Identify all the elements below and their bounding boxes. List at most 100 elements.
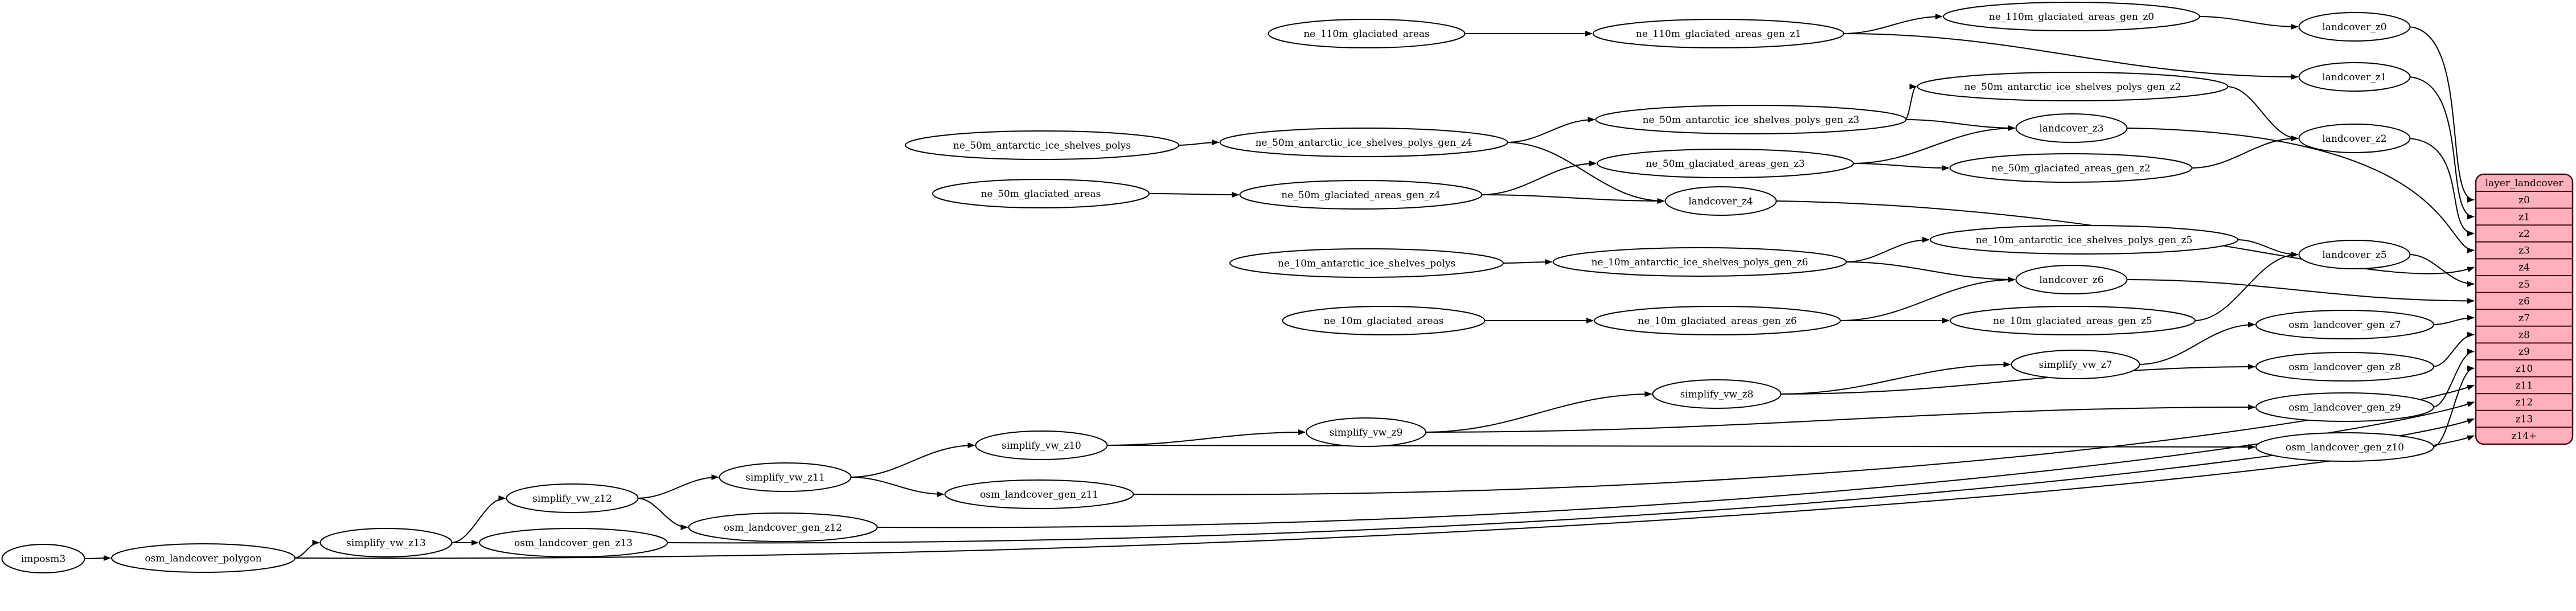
node-label: simplify_vw_z11 <box>745 472 825 483</box>
edge-osm_landcover_gen_z13-layer_landcover-z13 <box>666 418 2475 544</box>
edge-landcover_z0-layer_landcover-z0 <box>2409 26 2475 203</box>
table-row-z2: z2 <box>2518 228 2530 240</box>
node-label: osm_landcover_gen_z9 <box>2288 402 2401 413</box>
node-label: osm_landcover_gen_z13 <box>514 538 633 549</box>
node-label: landcover_z2 <box>2322 133 2386 145</box>
table-row-z7: z7 <box>2518 313 2530 324</box>
node-label: simplify_vw_z7 <box>2039 359 2113 371</box>
node-ellipse <box>479 528 668 557</box>
edge-osm_landcover_gen_z7-layer_landcover-z7 <box>2432 315 2475 325</box>
table-row-z4: z4 <box>2518 262 2530 273</box>
node-ellipse <box>111 543 296 573</box>
edge-osm_landcover_gen_z8-layer_landcover-z8 <box>2432 331 2475 367</box>
edge-osm_landcover_gen_z9-layer_landcover-z9 <box>2432 348 2475 408</box>
node-osm_landcover_gen_z8: osm_landcover_gen_z8 <box>2255 352 2434 382</box>
edge-simplify_vw_z9-osm_landcover_gen_z9 <box>1424 404 2255 433</box>
node-label: landcover_z5 <box>2322 249 2386 261</box>
edge-simplify_vw_z10-osm_landcover_gen_z10 <box>1106 444 2255 450</box>
node-osm_landcover_gen_z13: osm_landcover_gen_z13 <box>479 528 668 557</box>
node-ellipse <box>1229 248 1504 278</box>
edge-ne_50m_antarctic_ice_shelves_polys_gen_z3-ne_50m_antarctic_ice_shelves_polys_gen_z2 <box>1904 84 1917 120</box>
layer-landcover-table: layer_landcoverz0z1z2z3z4z5z6z7z8z9z10z1… <box>2475 173 2574 445</box>
node-label: ne_10m_glaciated_areas <box>1324 315 1444 327</box>
node-ellipse <box>1595 105 1907 134</box>
edge-ne_50m_glaciated_areas_gen_z3-ne_50m_glaciated_areas_gen_z2 <box>1852 163 1950 171</box>
node-ellipse <box>719 462 852 492</box>
node-ellipse <box>1664 186 1777 216</box>
node-label: landcover_z4 <box>1688 196 1753 207</box>
edge-layer <box>83 14 2475 561</box>
node-ellipse <box>1593 19 1844 48</box>
node-ellipse <box>1930 225 2238 255</box>
node-ne_50m_glaciated_areas_gen_z4: ne_50m_glaciated_areas_gen_z4 <box>1239 180 1483 210</box>
node-ne_10m_glaciated_areas_gen_z5: ne_10m_glaciated_areas_gen_z5 <box>1950 306 2196 335</box>
node-ne_50m_antarctic_ice_shelves_polys_gen_z2: ne_50m_antarctic_ice_shelves_polys_gen_z… <box>1917 72 2229 101</box>
node-landcover_z1: landcover_z1 <box>2298 62 2411 92</box>
node-label: osm_landcover_polygon <box>145 553 261 564</box>
edge-ne_50m_antarctic_ice_shelves_polys-ne_50m_antarctic_ice_shelves_polys_gen_z4 <box>1177 140 1220 146</box>
node-ellipse <box>1597 149 1854 178</box>
node-ne_10m_antarctic_ice_shelves_polys_gen_z6: ne_10m_antarctic_ice_shelves_polys_gen_z… <box>1552 247 1847 277</box>
node-ellipse <box>2255 352 2434 382</box>
node-landcover_z4: landcover_z4 <box>1664 186 1777 216</box>
node-label: landcover_z0 <box>2322 22 2386 33</box>
edge-ne_10m_glaciated_areas_gen_z5-landcover_z5 <box>2193 252 2299 321</box>
node-ellipse <box>1950 306 2196 335</box>
table-row-z3: z3 <box>2518 245 2530 257</box>
node-ellipse <box>975 430 1108 460</box>
node-label: imposm3 <box>21 553 65 565</box>
node-ellipse <box>2015 265 2128 294</box>
edge-simplify_vw_z9-simplify_vw_z8 <box>1424 391 1652 433</box>
edge-simplify_vw_z13-simplify_vw_z12 <box>450 495 506 543</box>
table-row-z1: z1 <box>2518 211 2530 223</box>
node-label: simplify_vw_z9 <box>1330 427 1403 438</box>
node-label: ne_10m_glaciated_areas_gen_z5 <box>1993 315 2152 327</box>
edge-ne_10m_antarctic_ice_shelves_polys_gen_z6-landcover_z6 <box>1845 261 2016 282</box>
node-ellipse <box>1306 417 1426 447</box>
edge-ne_50m_glaciated_areas_gen_z4-ne_50m_glaciated_areas_gen_z3 <box>1480 161 1597 195</box>
node-ellipse <box>1943 2 2200 31</box>
table-row-z14+: z14+ <box>2512 430 2537 442</box>
edge-ne_10m_antarctic_ice_shelves_polys-ne_10m_antarctic_ice_shelves_polys_gen_z6 <box>1502 259 1553 265</box>
node-imposm3: imposm3 <box>1 544 85 573</box>
table-row-z11: z11 <box>2516 380 2533 391</box>
node-ne_50m_antarctic_ice_shelves_polys: ne_50m_antarctic_ice_shelves_polys <box>905 130 1179 160</box>
edge-simplify_vw_z8-osm_landcover_gen_z8 <box>1779 364 2255 395</box>
node-label: ne_50m_glaciated_areas_gen_z3 <box>1646 158 1804 170</box>
edge-simplify_vw_z11-osm_landcover_gen_z11 <box>850 477 945 497</box>
edge-osm_landcover_polygon-simplify_vw_z13 <box>293 540 320 559</box>
node-ne_10m_antarctic_ice_shelves_polys_gen_z5: ne_10m_antarctic_ice_shelves_polys_gen_z… <box>1930 225 2238 255</box>
node-landcover_z2: landcover_z2 <box>2298 124 2411 153</box>
node-label: landcover_z3 <box>2039 123 2103 134</box>
edge-landcover_z1-layer_landcover-z1 <box>2409 76 2475 220</box>
edge-osm_landcover_gen_z12-layer_landcover-z12 <box>876 401 2475 528</box>
node-landcover_z3: landcover_z3 <box>2015 113 2128 143</box>
edge-ne_50m_glaciated_areas_gen_z2-landcover_z2 <box>2191 136 2299 169</box>
node-ellipse <box>905 130 1179 160</box>
table-row-z5: z5 <box>2518 279 2530 290</box>
edge-ne_10m_glaciated_areas_gen_z6-landcover_z6 <box>1839 277 2016 321</box>
table-row-z6: z6 <box>2518 296 2530 307</box>
node-ellipse <box>1917 72 2229 101</box>
table-row-z13: z13 <box>2516 414 2533 425</box>
node-ne_110m_glaciated_areas_gen_z1: ne_110m_glaciated_areas_gen_z1 <box>1593 19 1844 48</box>
node-label: ne_50m_antarctic_ice_shelves_polys_gen_z… <box>1643 114 1860 126</box>
node-simplify_vw_z12: simplify_vw_z12 <box>506 483 639 513</box>
edge-imposm3-osm_landcover_polygon <box>83 555 111 561</box>
table-row-z0: z0 <box>2518 195 2530 206</box>
node-landcover_z0: landcover_z0 <box>2298 12 2411 42</box>
node-ellipse <box>1552 247 1847 277</box>
edge-ne_110m_glaciated_areas_gen_z1-landcover_z1 <box>1842 33 2299 80</box>
node-ellipse <box>1219 128 1508 157</box>
node-ne_10m_glaciated_areas: ne_10m_glaciated_areas <box>1282 306 1486 335</box>
edge-ne_50m_antarctic_ice_shelves_polys_gen_z4-ne_50m_antarctic_ice_shelves_polys_gen_z3 <box>1506 117 1595 143</box>
edge-ne_50m_antarctic_ice_shelves_polys_gen_z3-landcover_z3 <box>1905 119 2016 131</box>
node-landcover_z5: landcover_z5 <box>2298 240 2411 269</box>
edge-landcover_z5-layer_landcover-z5 <box>2409 254 2475 287</box>
node-label: osm_landcover_gen_z10 <box>2286 442 2404 453</box>
node-ne_110m_glaciated_areas_gen_z0: ne_110m_glaciated_areas_gen_z0 <box>1943 2 2200 31</box>
node-simplify_vw_z8: simplify_vw_z8 <box>1652 379 1782 409</box>
node-ellipse <box>2255 392 2434 422</box>
edge-landcover_z6-layer_landcover-z6 <box>2126 279 2475 304</box>
